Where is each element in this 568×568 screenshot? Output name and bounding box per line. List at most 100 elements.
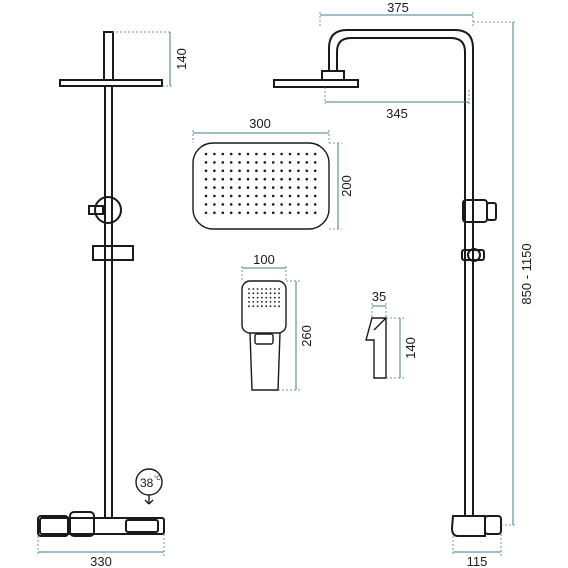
nozzle-dot: [255, 194, 258, 198]
nozzle-dot: [256, 292, 259, 295]
nozzle-dot: [278, 288, 280, 290]
nozzle-dot: [261, 292, 263, 295]
nozzle-dot: [305, 203, 309, 206]
side-arm-outer: [328, 29, 474, 206]
front-thermostat-shelf: [125, 519, 159, 533]
nozzle-dot: [305, 152, 309, 156]
holder-bevel: [373, 317, 387, 331]
side-head-connector: [321, 70, 345, 81]
nozzle-dot: [269, 292, 272, 295]
nozzle-dot: [255, 161, 258, 164]
nozzle-dot: [204, 194, 208, 198]
nozzle-dot: [256, 305, 259, 308]
nozzle-dot: [265, 296, 268, 299]
nozzle-dot: [280, 211, 283, 215]
nozzle-dot: [255, 152, 258, 156]
nozzle-dot: [229, 152, 233, 156]
nozzle-dot: [288, 203, 292, 206]
nozzle-dot: [246, 186, 250, 189]
nozzle-dot: [238, 194, 241, 198]
side-thermostat-body: [450, 515, 486, 537]
hand-shower-button: [254, 333, 274, 345]
nozzle-dot: [271, 161, 275, 164]
nozzle-dot: [288, 177, 292, 181]
nozzle-dot: [246, 169, 250, 173]
nozzle-dot: [280, 161, 283, 164]
side-rain-head: [273, 79, 359, 88]
nozzle-dot: [255, 211, 258, 215]
hand-shower-handle: [249, 332, 281, 391]
nozzle-dot: [204, 186, 208, 189]
nozzle-dot: [271, 203, 275, 206]
nozzle-dot: [269, 305, 272, 308]
nozzle-dot: [255, 203, 258, 206]
nozzle-dot: [204, 161, 208, 164]
nozzle-dot: [248, 292, 250, 295]
nozzle-dot: [271, 169, 275, 173]
nozzle-dot: [263, 203, 267, 206]
nozzle-dot: [256, 288, 259, 290]
nozzle-dot: [221, 177, 225, 181]
nozzle-dot: [252, 305, 255, 308]
dim-head-depth: 200: [339, 175, 354, 197]
nozzle-dot: [261, 301, 263, 303]
nozzle-dot: [313, 194, 317, 198]
nozzle-dot: [273, 296, 276, 299]
nozzle-dot: [280, 203, 283, 206]
nozzle-dot: [305, 177, 309, 181]
nozzle-dot: [313, 186, 317, 189]
nozzle-dot: [204, 169, 208, 173]
nozzle-dot: [297, 203, 300, 206]
nozzle-dot: [213, 169, 216, 173]
nozzle-dot: [256, 301, 259, 303]
nozzle-dot: [221, 161, 225, 164]
nozzle-dot: [265, 301, 268, 303]
nozzle-dot: [204, 152, 208, 156]
nozzle-dot: [246, 177, 250, 181]
side-thermostat-knob: [484, 515, 502, 535]
nozzle-dot: [221, 186, 225, 189]
nozzle-dot: [297, 152, 300, 156]
side-arm-inner: [336, 37, 466, 206]
front-slider-clamp: [92, 245, 134, 261]
nozzle-dot: [305, 169, 309, 173]
nozzle-dot: [288, 186, 292, 189]
dim-head-width: 300: [249, 116, 271, 131]
nozzle-dot: [248, 288, 250, 290]
nozzle-dot: [248, 305, 250, 308]
nozzle-dot: [297, 186, 300, 189]
nozzle-dot: [297, 177, 300, 181]
side-slider-clamp: [461, 249, 485, 261]
nozzle-dot: [261, 305, 263, 308]
nozzle-dot: [271, 211, 275, 215]
nozzle-dot: [278, 296, 280, 299]
nozzle-dot: [273, 288, 276, 290]
nozzle-dot: [263, 169, 267, 173]
nozzle-dot: [280, 186, 283, 189]
display-pointer-arrow-l: [144, 499, 150, 505]
nozzle-dot: [269, 296, 272, 299]
dim-holder-height: 140: [403, 337, 418, 359]
nozzle-dot: [252, 288, 255, 290]
side-diverter-block: [462, 199, 488, 223]
nozzle-dot: [248, 296, 250, 299]
nozzle-dot: [221, 211, 225, 215]
dim-total-width: 330: [90, 554, 112, 568]
nozzle-dot: [221, 152, 225, 156]
nozzle-dot: [261, 296, 263, 299]
nozzle-dot: [297, 194, 300, 198]
nozzle-dot: [238, 203, 241, 206]
rain-head-plate: [192, 142, 330, 230]
nozzle-dot: [280, 194, 283, 198]
nozzle-dot: [229, 177, 233, 181]
nozzle-dot: [288, 152, 292, 156]
nozzle-dot: [288, 211, 292, 215]
nozzle-dot: [278, 305, 280, 308]
nozzle-dot: [313, 161, 317, 164]
nozzle-dot: [263, 186, 267, 189]
nozzle-dot: [271, 186, 275, 189]
nozzle-dot: [238, 211, 241, 215]
nozzle-dot: [273, 292, 276, 295]
dim-side-base-depth: 115: [467, 554, 488, 568]
nozzle-dot: [221, 203, 225, 206]
